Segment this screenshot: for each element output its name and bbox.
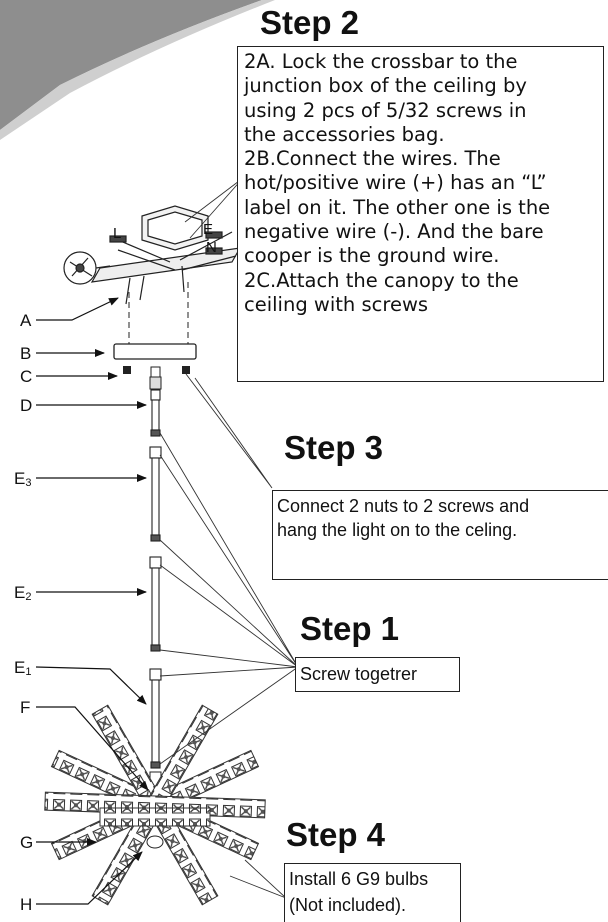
part-subscript: 3 bbox=[25, 477, 32, 489]
step-2-line: using 2 pcs of 5/32 screws in bbox=[244, 98, 527, 122]
rod-d bbox=[150, 389, 161, 437]
part-label-f: F bbox=[20, 698, 31, 717]
step-2-line: hot/positive wire (+) has an “L” bbox=[244, 171, 547, 195]
part-label-e1: E1 bbox=[14, 659, 31, 678]
wire-label-l: L bbox=[113, 225, 122, 242]
corner-banner bbox=[0, 0, 262, 130]
step-3-instructions: Connect 2 nuts to 2 screws and hang the … bbox=[272, 490, 608, 580]
step-2-line: cooper is the ground wire. bbox=[244, 244, 500, 268]
part-letter: E bbox=[14, 658, 26, 677]
step-4-line: (Not included). bbox=[289, 895, 407, 915]
part-label-d: D bbox=[20, 396, 33, 415]
part-label-e2: E2 bbox=[14, 584, 31, 603]
part-subscript: 2 bbox=[25, 591, 32, 603]
step-2-line: 2A. Lock the crossbar to the bbox=[244, 50, 518, 73]
step-4-line: Install 6 G9 bulbs bbox=[289, 869, 429, 889]
rod-e1 bbox=[149, 668, 162, 769]
bulb-arms bbox=[44, 704, 266, 906]
part-label-g: G bbox=[20, 833, 34, 852]
step-4-title: Step 4 bbox=[286, 816, 386, 853]
step-1-instructions: Screw togetrer bbox=[295, 657, 460, 692]
bottom-cap bbox=[146, 835, 164, 849]
step-3-line: hang the light on to the celing. bbox=[277, 520, 518, 540]
step-2-line: negative wire (-). And the bare bbox=[244, 220, 544, 244]
step-2-instructions: 2A. Lock the crossbar to the junction bo… bbox=[237, 46, 604, 382]
step-3-title: Step 3 bbox=[284, 429, 384, 466]
canopy bbox=[113, 343, 197, 360]
step-4-instructions: Install 6 G9 bulbs (Not included). bbox=[284, 863, 461, 922]
wire-label-e: E bbox=[203, 221, 214, 238]
part-label-c: C bbox=[20, 367, 33, 386]
step-3-line: Connect 2 nuts to 2 screws and bbox=[277, 496, 530, 516]
part-subscript: 1 bbox=[25, 666, 32, 678]
wire-label-n: N bbox=[206, 239, 217, 256]
step-2-line: the accessories bag. bbox=[244, 122, 445, 146]
step-2-title: Step 2 bbox=[260, 4, 360, 41]
leader-h bbox=[36, 851, 143, 905]
step-2-line: 2C.Attach the canopy to the bbox=[244, 268, 519, 292]
step-2-line: junction box of the ceiling by bbox=[244, 74, 527, 98]
screw-right bbox=[182, 366, 190, 374]
part-label-e3: E3 bbox=[14, 470, 31, 489]
rod-e2 bbox=[149, 556, 162, 652]
step-2-line: ceiling with screws bbox=[244, 292, 429, 316]
rod-e3 bbox=[149, 446, 162, 542]
part-label-a: A bbox=[20, 311, 32, 330]
leader-e1 bbox=[35, 666, 147, 705]
part-letter: E bbox=[14, 469, 26, 488]
step-1-line: Screw togetrer bbox=[300, 664, 418, 684]
leader-f bbox=[36, 706, 149, 791]
part-letter: E bbox=[14, 583, 26, 602]
part-label-h: H bbox=[20, 895, 33, 914]
step-2-line: 2B.Connect the wires. The bbox=[244, 147, 501, 171]
step-1-title: Step 1 bbox=[300, 610, 400, 647]
part-label-b: B bbox=[20, 344, 32, 363]
screw-left bbox=[123, 366, 131, 374]
step-2-line: label on it. The other one is the bbox=[244, 195, 551, 219]
leader-a bbox=[36, 297, 119, 321]
